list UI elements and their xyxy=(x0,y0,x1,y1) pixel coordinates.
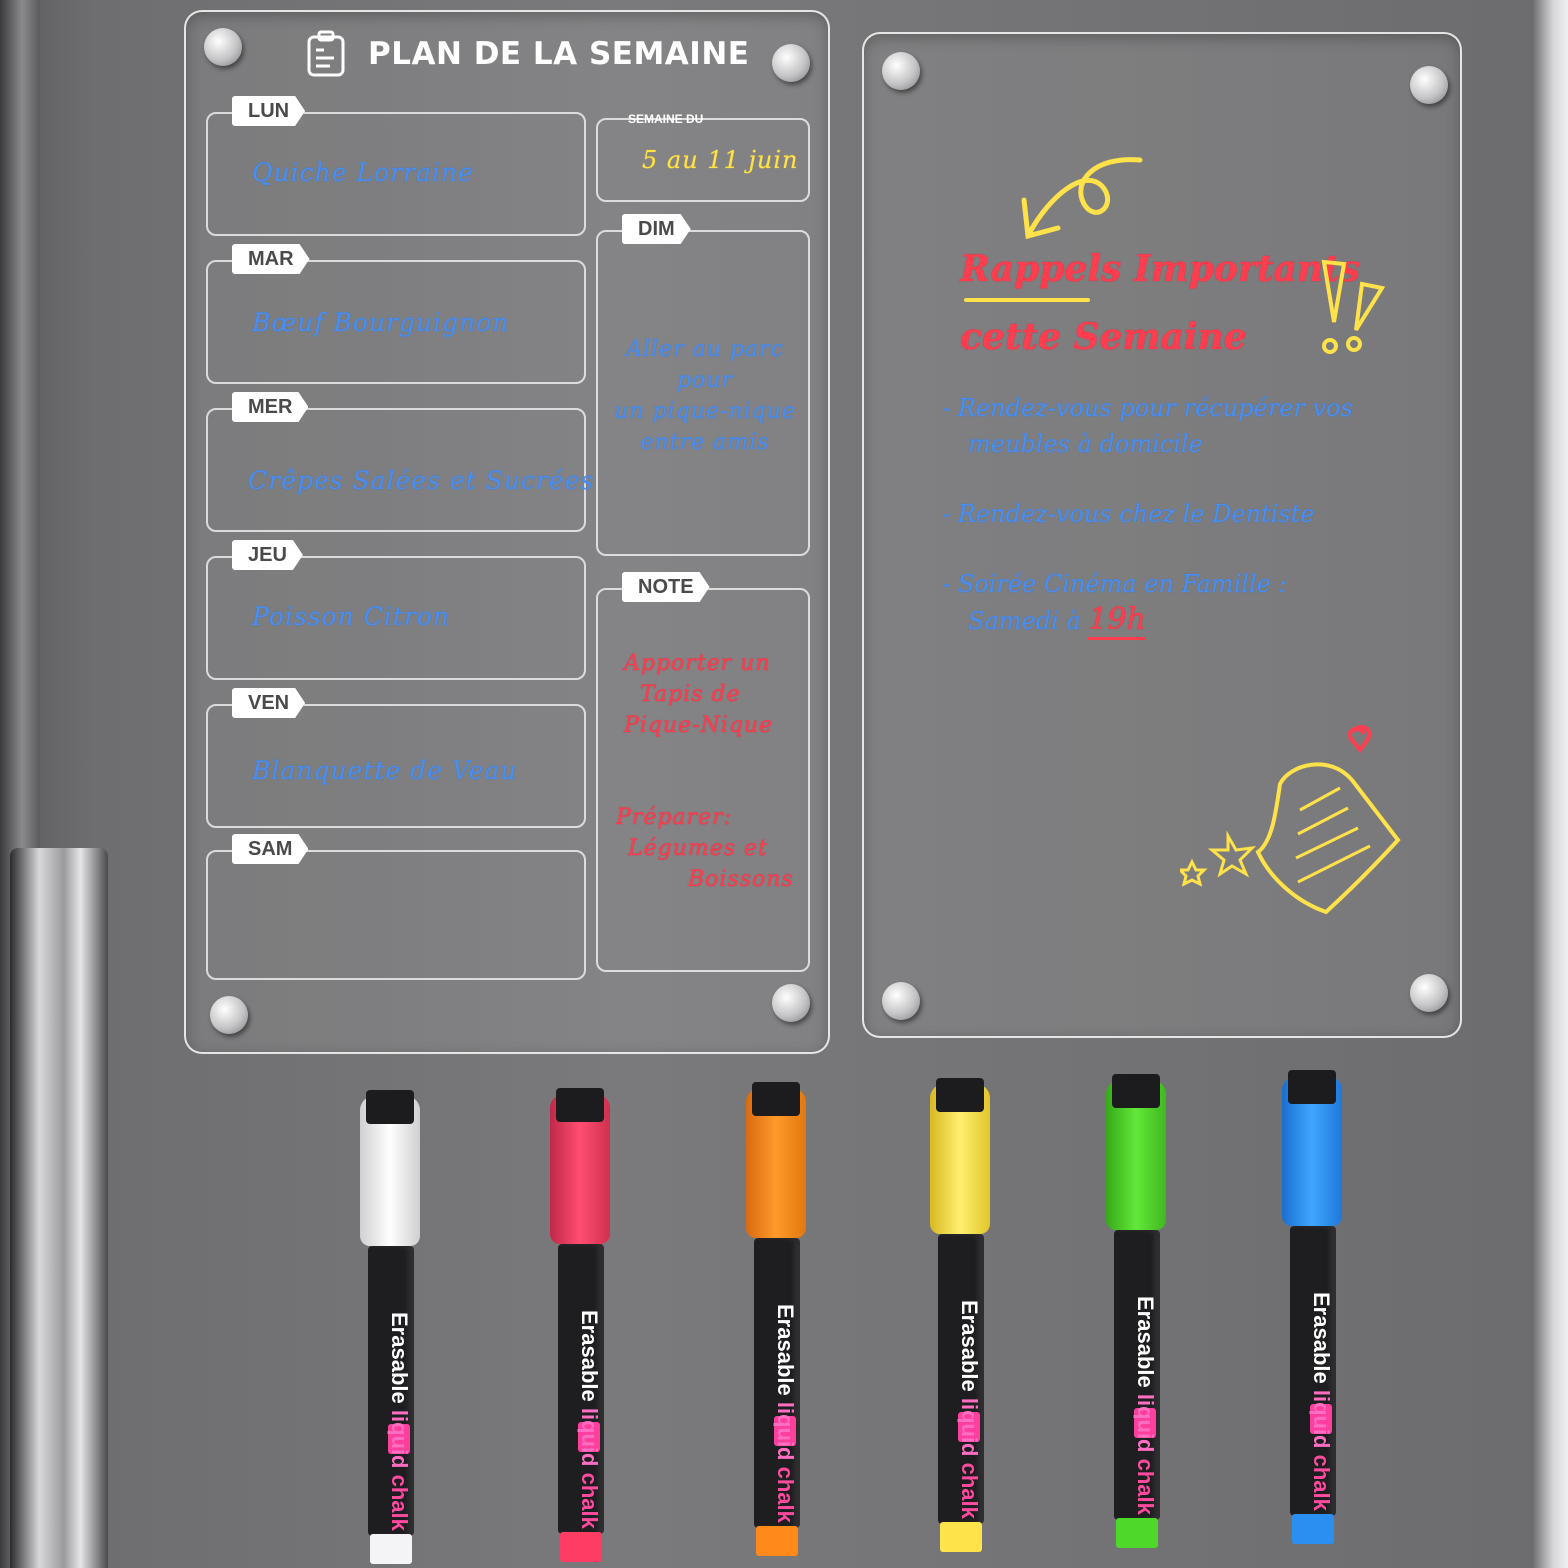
sunday-line: Aller au parc xyxy=(626,337,784,362)
day-box-sam[interactable]: SAM xyxy=(206,850,586,980)
day-meal: Bœuf Bourguignon xyxy=(252,308,510,337)
reminder-item: - Soirée Cinéma en Famille : Samedi à 19… xyxy=(942,566,1287,640)
title-underline xyxy=(964,298,1090,302)
marker-blue[interactable]: Erasable liquid chalk xyxy=(1276,1070,1348,1546)
day-box-ven[interactable]: VEN Blanquette de Veau xyxy=(206,704,586,828)
marker-body xyxy=(558,1244,604,1534)
note-text-2: Préparer: Légumes et Boissons xyxy=(616,802,794,895)
marker-cap[interactable] xyxy=(930,1078,990,1234)
weekly-plan-board: PLAN DE LA SEMAINE LUN Quiche Lorraine M… xyxy=(184,10,830,1054)
exclamation-icon xyxy=(1321,259,1386,354)
reminders-title-line2: cette Semaine xyxy=(960,316,1247,358)
marker-green[interactable]: Erasable liquid chalk xyxy=(1100,1074,1172,1550)
marker-end xyxy=(560,1532,602,1562)
sunday-line: un pique-nique xyxy=(614,399,796,424)
marker-label: Erasable liquid chalk xyxy=(1309,1292,1334,1511)
reminder-highlight: 19h xyxy=(1088,602,1146,640)
day-tag: MER xyxy=(232,392,308,422)
marker-end xyxy=(1116,1518,1158,1548)
reminder-text: - Rendez-vous chez le Dentiste xyxy=(942,500,1315,528)
marker-end xyxy=(370,1534,412,1564)
clipboard-icon xyxy=(307,30,345,77)
day-meal: Crêpes Salées et Sucrées xyxy=(248,466,595,495)
marker-body xyxy=(754,1238,800,1528)
day-tag: DIM xyxy=(622,214,691,244)
marker-cap[interactable] xyxy=(1106,1074,1166,1230)
marker-label: Erasable liquid chalk xyxy=(1133,1296,1158,1515)
fridge-handle xyxy=(10,848,108,1568)
curly-arrow-icon xyxy=(1021,157,1143,240)
reminder-item: - Rendez-vous chez le Dentiste xyxy=(942,496,1314,532)
reminders-title-line1: Rappels Importants xyxy=(960,248,1360,290)
marker-body xyxy=(368,1246,414,1536)
day-box-mar[interactable]: MAR Bœuf Bourguignon xyxy=(206,260,586,384)
sunday-line: entre amis xyxy=(640,430,770,455)
sunday-box[interactable]: DIM Aller au parc pour un pique-nique en… xyxy=(596,230,810,556)
note-line: Pique-Nique xyxy=(624,713,774,738)
reminder-text: - Rendez-vous pour récupérer vos xyxy=(942,394,1353,422)
fridge-right-edge xyxy=(1532,0,1568,1568)
day-tag: MAR xyxy=(232,244,310,274)
board-screw xyxy=(882,982,920,1020)
marker-body xyxy=(1290,1226,1336,1516)
day-meal: Poisson Citron xyxy=(252,602,450,631)
marker-cap[interactable] xyxy=(746,1082,806,1238)
day-tag: LUN xyxy=(232,96,305,126)
day-box-jeu[interactable]: JEU Poisson Citron xyxy=(206,556,586,680)
note-line: Préparer: xyxy=(616,805,733,830)
day-tag: VEN xyxy=(232,688,305,718)
board-screw xyxy=(772,44,810,82)
planner-title: PLAN DE LA SEMAINE xyxy=(368,36,750,72)
note-line: Légumes et xyxy=(628,836,768,861)
marker-body xyxy=(1114,1230,1160,1520)
marker-cap[interactable] xyxy=(360,1090,420,1246)
marker-end xyxy=(756,1526,798,1556)
sunday-text: Aller au parc pour un pique-nique entre … xyxy=(598,334,812,458)
marker-red[interactable]: Erasable liquid chalk xyxy=(544,1088,616,1564)
marker-label: Erasable liquid chalk xyxy=(577,1310,602,1529)
note-line: Tapis de xyxy=(640,682,741,707)
reminders-board: Rappels Importants cette Semaine - Rende… xyxy=(862,32,1462,1038)
marker-end xyxy=(1292,1514,1334,1544)
marker-cap[interactable] xyxy=(550,1088,610,1244)
reminder-text: meubles à domicile xyxy=(968,430,1203,458)
board-screw xyxy=(1410,66,1448,104)
reminder-text: Samedi à xyxy=(968,607,1081,635)
note-text-1: Apporter un Tapis de Pique-Nique xyxy=(624,648,773,741)
board-screw xyxy=(204,28,242,66)
marker-cap[interactable] xyxy=(1282,1070,1342,1226)
marker-yellow[interactable]: Erasable liquid chalk xyxy=(924,1078,996,1554)
day-meal: Quiche Lorraine xyxy=(252,158,474,187)
day-tag: SAM xyxy=(232,834,308,864)
note-line: Apporter un xyxy=(624,651,771,676)
marker-body xyxy=(938,1234,984,1524)
board-screw xyxy=(1410,974,1448,1012)
checklist-doodle-icon xyxy=(1180,725,1401,915)
marker-label: Erasable liquid chalk xyxy=(773,1304,798,1523)
week-box[interactable]: SEMAINE DU 5 au 11 juin xyxy=(596,112,810,202)
reminder-text: - Soirée Cinéma en Famille : xyxy=(942,570,1287,598)
note-tag: NOTE xyxy=(622,572,710,602)
marker-label: Erasable liquid chalk xyxy=(387,1312,412,1531)
day-box-mer[interactable]: MER Crêpes Salées et Sucrées xyxy=(206,408,593,532)
planner-header: PLAN DE LA SEMAINE xyxy=(306,24,749,84)
marker-orange[interactable]: Erasable liquid chalk xyxy=(740,1082,812,1558)
reminder-item: - Rendez-vous pour récupérer vos meubles… xyxy=(942,390,1353,462)
note-line: Boissons xyxy=(688,867,794,892)
day-tag: JEU xyxy=(232,540,303,570)
board-screw xyxy=(210,996,248,1034)
marker-end xyxy=(940,1522,982,1552)
marker-white[interactable]: Erasable liquid chalk xyxy=(354,1090,426,1566)
day-meal: Blanquette de Veau xyxy=(252,756,518,785)
board-screw xyxy=(882,52,920,90)
note-box[interactable]: NOTE Apporter un Tapis de Pique-Nique Pr… xyxy=(596,588,810,972)
day-box-lun[interactable]: LUN Quiche Lorraine xyxy=(206,112,586,236)
sunday-line: pour xyxy=(676,368,733,393)
marker-label: Erasable liquid chalk xyxy=(957,1300,982,1519)
week-label: SEMAINE DU xyxy=(628,112,704,126)
board-screw xyxy=(772,984,810,1022)
week-value: 5 au 11 juin xyxy=(642,146,799,174)
